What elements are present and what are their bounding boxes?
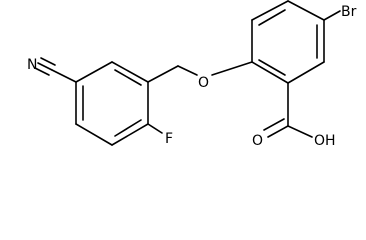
nitrile-nitrogen-label: N <box>27 57 37 73</box>
ether-oxygen-label: O <box>198 75 209 91</box>
left-benzene-ring <box>75 61 149 146</box>
carbonyl-oxygen-label: O <box>252 133 263 149</box>
bromine-label: Br <box>341 4 357 20</box>
bromo-group: Br <box>323 4 357 21</box>
carboxylic-acid-group: O OH <box>252 82 336 149</box>
fluoro-group: F <box>147 123 173 147</box>
right-benzene-ring <box>251 0 325 84</box>
hydroxyl-label: OH <box>314 133 336 149</box>
nitrile-group: N <box>27 57 77 83</box>
fluorine-label: F <box>165 131 173 147</box>
benzyl-ether-linker: O <box>147 61 253 91</box>
structure-diagram: N F O Br O OH <box>27 0 357 149</box>
